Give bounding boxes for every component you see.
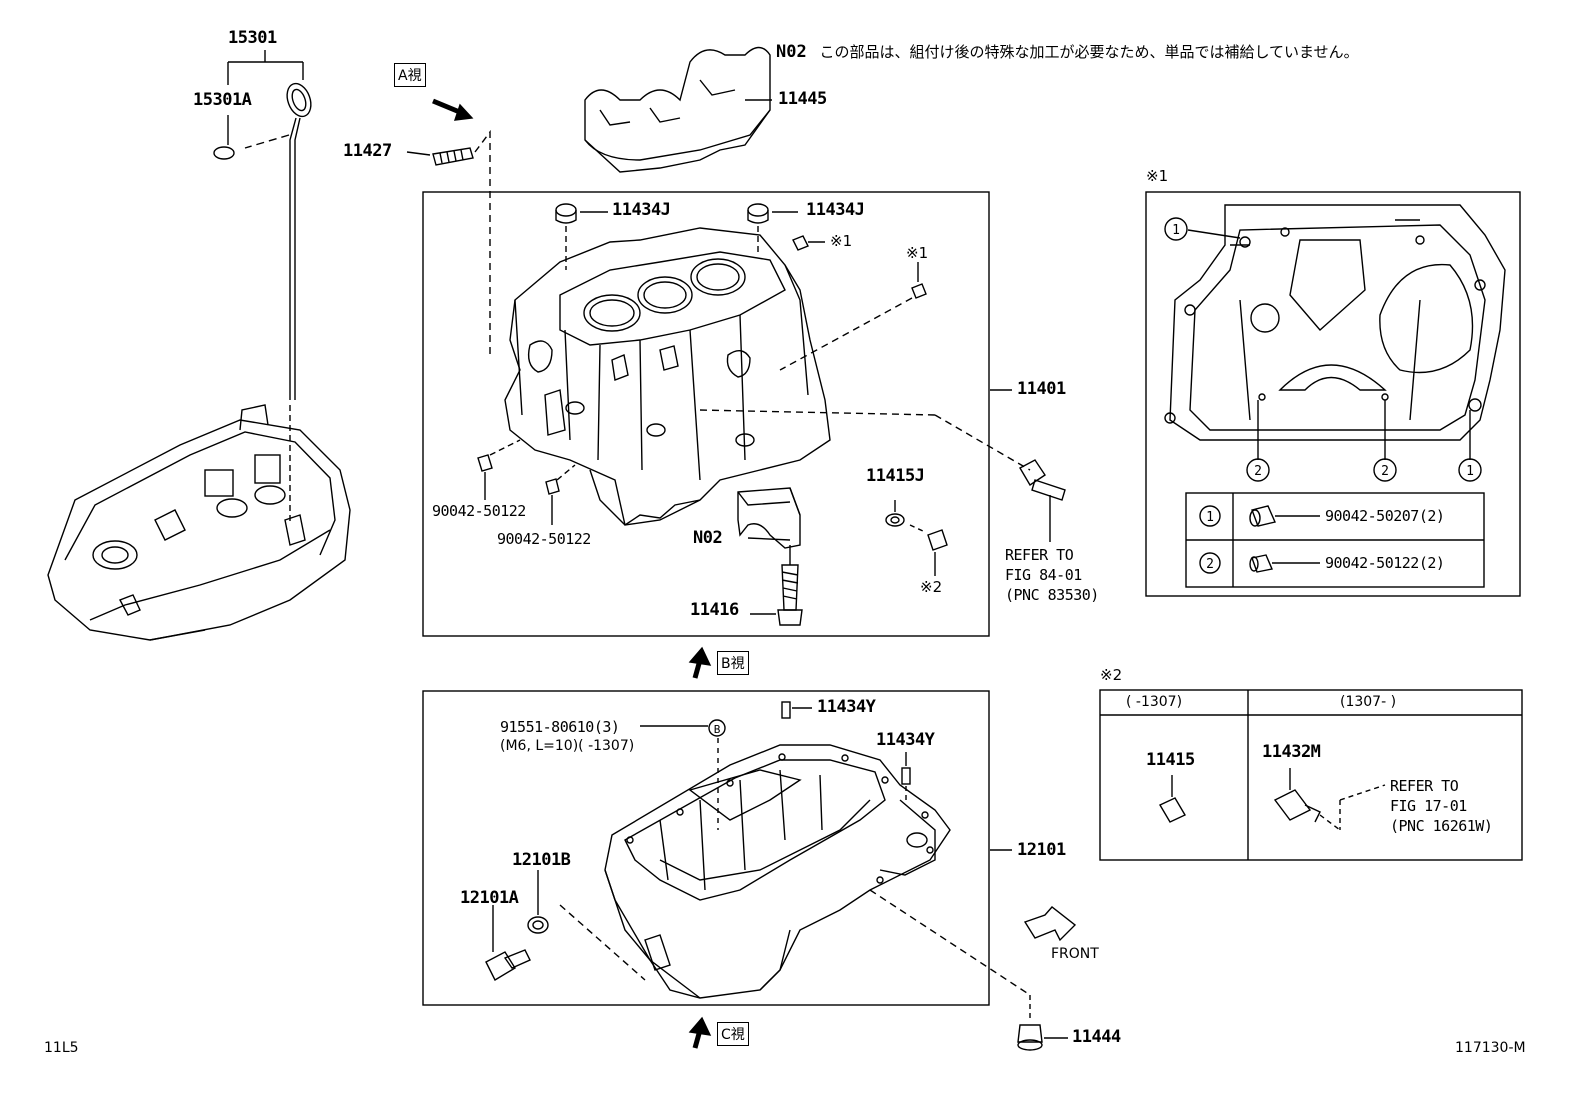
- footer-figure-id: 117130-M: [1455, 1040, 1526, 1056]
- label-11416: 11416: [690, 600, 739, 620]
- oil-pressure-switch-icon: [1019, 459, 1046, 486]
- refer-17-line3: (PNC 16261W): [1390, 817, 1493, 835]
- label-11415J: 11415J: [866, 466, 925, 486]
- header-note: N02 この部品は、組付け後の特殊な加工が必要なため、単品では補給していません。: [776, 41, 1359, 62]
- refer-17-line2: FIG 17-01: [1390, 797, 1467, 815]
- label-12101A: 12101A: [460, 888, 519, 908]
- oil-pan-drawing: [604, 744, 1031, 1020]
- refer-17-line1: REFER TO: [1390, 777, 1459, 795]
- label-90042-a: 90042-50122: [432, 502, 526, 520]
- label-11434Y-b: 11434Y: [876, 730, 935, 750]
- plug-11415-icon: [1159, 797, 1186, 823]
- label-15301: 15301: [228, 28, 277, 48]
- ref-1-b: ※1: [906, 244, 929, 262]
- label-11415: 11415: [1146, 750, 1195, 770]
- detail-2-col-right: (1307- ): [1340, 694, 1397, 710]
- label-11401: 11401: [1017, 379, 1066, 399]
- refer-84-line2: FIG 84-01: [1005, 566, 1082, 584]
- label-90042-b: 90042-50122: [497, 530, 591, 548]
- view-tag-a: A視: [394, 63, 426, 87]
- label-11444: 11444: [1072, 1027, 1121, 1047]
- label-12101: 12101: [1017, 840, 1066, 860]
- table-row-2-num: 2: [1206, 557, 1214, 572]
- label-11432M: 11432M: [1262, 742, 1321, 762]
- detail-2-title: ※2: [1100, 666, 1123, 684]
- label-11434J-right: 11434J: [806, 200, 865, 220]
- callout-1-right: 1: [1466, 464, 1474, 479]
- drain-plug-icon: [485, 951, 516, 981]
- detail-1-title: ※1: [1146, 167, 1169, 185]
- gasket-icon: [527, 916, 549, 934]
- table-row-1-part: 90042-50207(2): [1325, 507, 1445, 525]
- callout-2-left: 2: [1254, 464, 1262, 479]
- plug-11432M-icon: [1273, 789, 1312, 821]
- refer-84-line1: REFER TO: [1005, 546, 1074, 564]
- plug-icon: [927, 529, 948, 551]
- dipstick-shaft: [289, 117, 301, 400]
- label-91551: 91551-80610(3): [500, 718, 620, 736]
- ref-2-a: ※2: [920, 578, 943, 596]
- refer-fig-17: REFER TO FIG 17-01 (PNC 16261W): [1390, 776, 1493, 836]
- block-bottom-detail-drawing: [1164, 204, 1506, 441]
- detail-2-col-left: ( -1307): [1126, 694, 1183, 710]
- label-front: FRONT: [1051, 946, 1099, 962]
- pan-plug-icon: [1017, 1024, 1043, 1043]
- callout-1-top: 1: [1172, 223, 1180, 238]
- label-11434J-left: 11434J: [612, 200, 671, 220]
- label-11445: 11445: [778, 89, 827, 109]
- front-arrow-icon: [1023, 906, 1077, 942]
- table-row-2-part: 90042-50122(2): [1325, 554, 1445, 572]
- callout-2-mid: 2: [1381, 464, 1389, 479]
- label-n02: N02: [693, 528, 723, 548]
- water-jacket-spacer-drawing: [584, 46, 772, 173]
- header-note-text: この部品は、組付け後の特殊な加工が必要なため、単品では補給していません。: [819, 43, 1359, 61]
- label-12101B: 12101B: [512, 850, 571, 870]
- washer-icon: [885, 513, 905, 527]
- dowel-small-icon: [1251, 554, 1273, 573]
- header-note-code: N02: [776, 42, 807, 62]
- dowel-large-icon: [1251, 505, 1276, 527]
- label-11427: 11427: [343, 141, 392, 161]
- label-91551-spec: (M6, L=10)( -1307): [500, 738, 635, 754]
- head-cover-drawing: [47, 404, 351, 641]
- table-row-1-num: 1: [1206, 510, 1214, 525]
- stud-icon: [432, 147, 474, 166]
- footer-left-code: 11L5: [44, 1040, 79, 1056]
- label-15301A: 15301A: [193, 90, 252, 110]
- refer-84-line3: (PNC 83530): [1005, 586, 1099, 604]
- bearing-cap-icon: [737, 487, 801, 549]
- cylinder-block-drawing: [504, 227, 1031, 526]
- view-tag-c: C視: [717, 1022, 749, 1046]
- refer-fig-84: REFER TO FIG 84-01 (PNC 83530): [1005, 545, 1099, 605]
- dipstick-ring-icon: [286, 82, 312, 118]
- label-11434Y-a: 11434Y: [817, 697, 876, 717]
- view-tag-b: B視: [717, 651, 749, 675]
- oring-icon: [213, 146, 235, 160]
- ref-1-a: ※1: [830, 232, 853, 250]
- circle-b-label: B: [714, 723, 721, 736]
